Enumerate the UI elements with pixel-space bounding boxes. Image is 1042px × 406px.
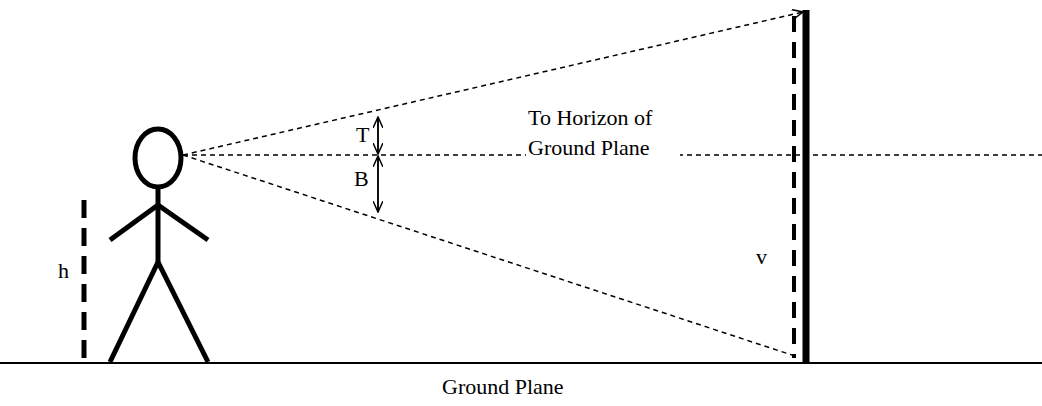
height-line	[82, 200, 87, 358]
angle-arrow	[377, 117, 379, 154]
angle-label: T	[354, 120, 371, 150]
angle-arrow	[377, 117, 379, 154]
sight-line-bottom	[183, 155, 798, 357]
note-label: To Horizon of Ground Plane	[526, 103, 680, 163]
dimension-label: h	[56, 256, 71, 286]
angle-arrow	[377, 156, 379, 212]
angle-arrow	[377, 156, 379, 212]
plane-label: Ground Plane	[440, 372, 566, 402]
sight-line-top	[183, 12, 803, 155]
stick-figure	[110, 129, 208, 362]
angle-label: B	[352, 164, 371, 194]
ground-line	[0, 362, 1042, 364]
pole	[803, 10, 810, 363]
dimension-label: v	[754, 242, 769, 272]
pole-height-line	[792, 16, 796, 358]
